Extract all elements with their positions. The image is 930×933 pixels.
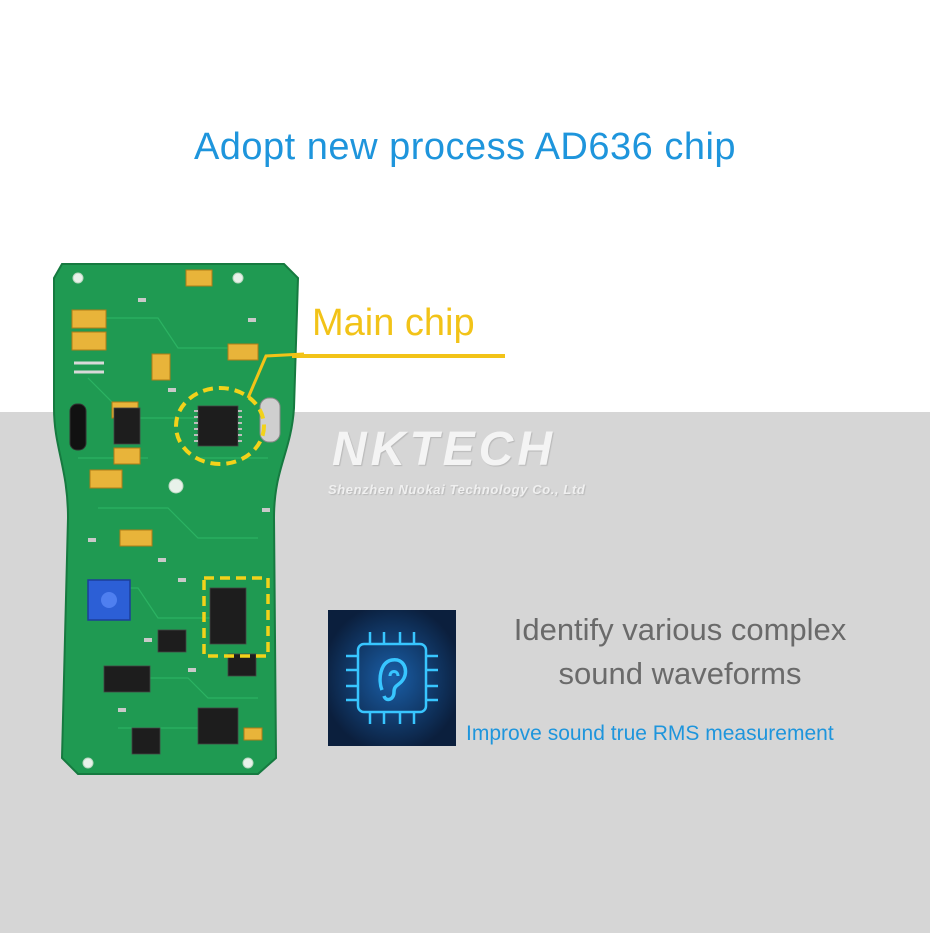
watermark-company: Shenzhen Nuokai Technology Co., Ltd [328,482,586,497]
headline: Adopt new process AD636 chip [193,126,737,168]
watermark-logo: NKTECH [332,423,556,476]
main-chip-underline [292,354,505,358]
callout-leader [246,352,305,399]
pcb-board-image [53,263,305,775]
feature-caption: Improve sound true RMS measurement [466,722,834,745]
secondary-chip-highlight [202,576,270,658]
ear-chip-icon [328,610,456,746]
feature-title-line-1: Identify various complex [513,612,847,647]
main-chip-highlight [174,386,266,466]
feature-title-line-2: sound waveforms [558,656,802,691]
main-chip-label: Main chip [312,302,475,344]
feature-title: Identify various complex sound waveforms [470,608,890,696]
